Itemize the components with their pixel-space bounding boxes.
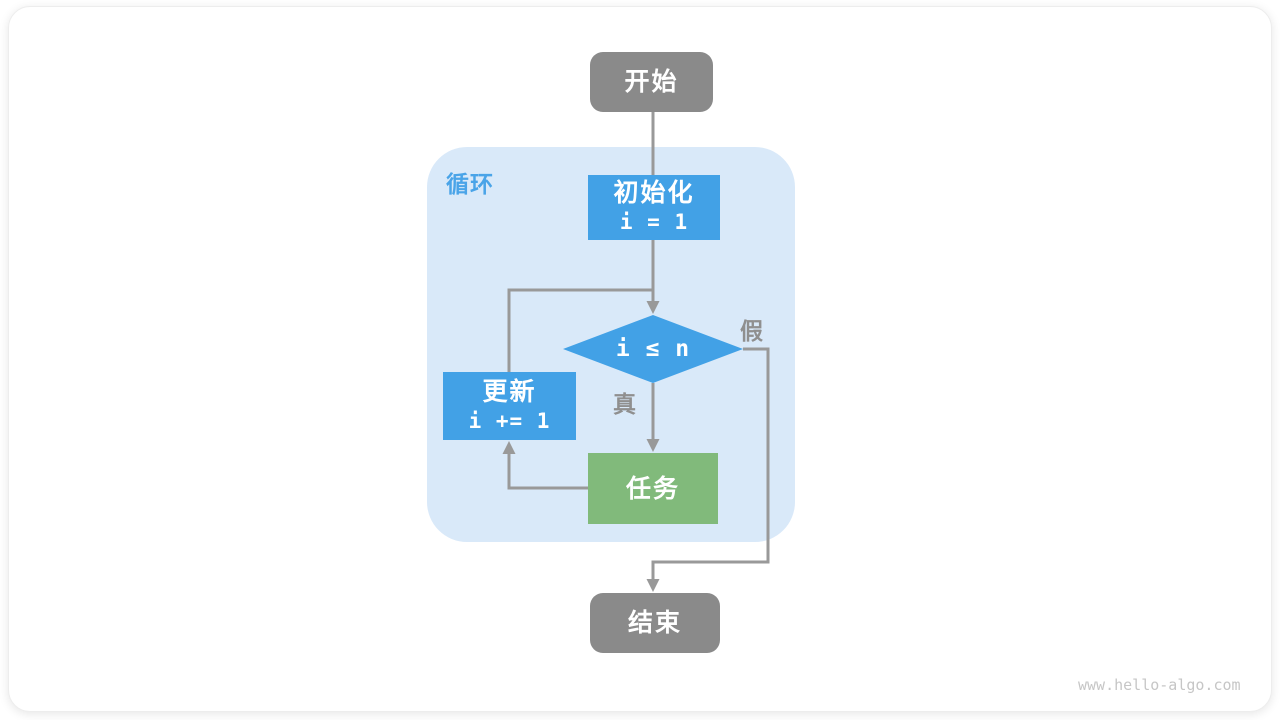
node-update-code: i += 1 (468, 408, 551, 433)
edge-label-false: 假 (740, 318, 763, 344)
node-init: 初始化 i = 1 (588, 175, 720, 240)
edge-condition-false-to-end (651, 347, 770, 579)
node-update: 更新 i += 1 (443, 372, 576, 440)
node-task: 任务 (588, 453, 718, 524)
edge-task-to-update (507, 454, 588, 490)
arrowhead-into-update (502, 441, 516, 454)
node-end: 结束 (590, 593, 720, 653)
arrowhead-into-condition (646, 301, 660, 314)
arrowhead-into-task (646, 439, 660, 452)
node-update-label: 更新 (482, 377, 537, 406)
watermark: www.hello-algo.com (1078, 676, 1241, 694)
loop-label: 循环 (446, 171, 494, 197)
node-task-label: 任务 (625, 474, 680, 503)
node-end-label: 结束 (627, 609, 682, 637)
arrowhead-into-end (646, 579, 660, 592)
node-start-label: 开始 (624, 68, 679, 96)
node-init-code: i = 1 (619, 210, 689, 234)
edge-label-true: 真 (613, 391, 636, 417)
node-start: 开始 (590, 52, 713, 112)
node-init-label: 初始化 (613, 179, 695, 207)
edge-update-to-condition (507, 288, 653, 372)
node-condition-code: i ≤ n (615, 335, 691, 362)
